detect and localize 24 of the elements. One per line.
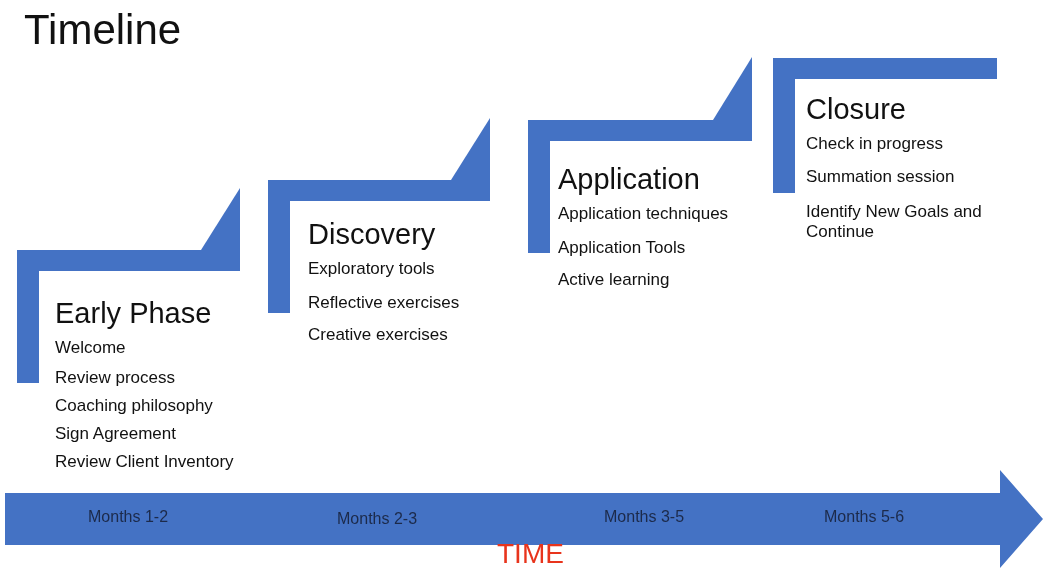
activity-text: Active learning: [558, 270, 670, 290]
phase-heading: Discovery: [308, 217, 436, 251]
activity-text: Check in progress: [806, 134, 943, 154]
activity-text: Welcome: [55, 338, 126, 358]
axis-label: TIME: [497, 538, 564, 569]
activity-text: Review process: [55, 368, 175, 388]
activity-text: Application Tools: [558, 238, 686, 258]
month-label: Months 1-2: [88, 508, 169, 526]
month-label: Months 2-3: [337, 510, 418, 528]
activity-text: Review Client Inventory: [55, 452, 234, 472]
activity-text: Sign Agreement: [55, 424, 176, 444]
title: Timeline: [24, 6, 182, 54]
month-label: Months 5-6: [824, 508, 905, 526]
activity-text: Coaching philosophy: [55, 396, 213, 416]
activity-text: Summation session: [806, 167, 955, 187]
phase-heading: Closure: [806, 92, 906, 126]
phase-heading: Application: [558, 162, 700, 196]
activity-text: Application techniques: [558, 204, 729, 224]
phase-heading: Early Phase: [55, 296, 212, 330]
activity-text: Reflective exercises: [308, 293, 460, 313]
month-label: Months 3-5: [604, 508, 685, 526]
activity-text: Creative exercises: [308, 325, 448, 345]
activity-text: Exploratory tools: [308, 259, 435, 279]
activity-text: Identify New Goals and Continue: [806, 202, 983, 242]
